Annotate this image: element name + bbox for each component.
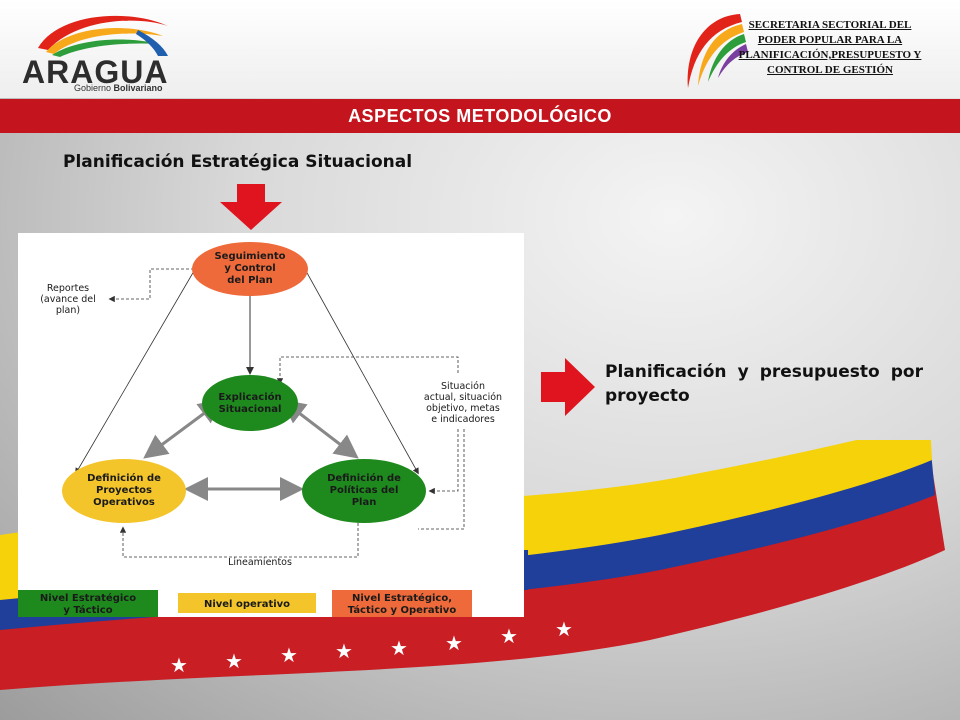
node-politicas-line-3: Plan <box>352 497 377 508</box>
svg-text:★: ★ <box>280 643 298 667</box>
svg-text:★: ★ <box>170 653 188 677</box>
right-arrow-icon <box>541 358 595 416</box>
node-explicacion: Explicación Situacional <box>202 375 298 431</box>
legend-operativo: Nivel operativo <box>178 593 316 613</box>
node-explicacion-line-2: Situacional <box>219 404 282 415</box>
note-lineamientos: Lineamientos <box>228 557 292 568</box>
node-proyectos: Definición de Proyectos Operativos <box>62 459 186 523</box>
pes-diagram-svg: Seguimiento y Control del Plan Explicaci… <box>18 242 502 617</box>
legend-estrategico-tactico-operativo: Nivel Estratégico, Táctico y Operativo <box>332 590 472 617</box>
svg-text:★: ★ <box>335 639 353 663</box>
svg-text:★: ★ <box>390 636 408 660</box>
node-seguimiento-line-3: del Plan <box>227 275 272 286</box>
diagram-subtitle: Planificación Estratégica Situacional <box>63 152 413 172</box>
note-reportes: Reportes (avance del plan) <box>40 283 96 316</box>
svg-text:★: ★ <box>445 631 463 655</box>
logo-wordmark: ARAGUA <box>22 54 169 90</box>
note-situacion: Situación actual, situación objetivo, me… <box>424 381 502 425</box>
svg-text:★: ★ <box>500 624 518 648</box>
organization-title: SECRETARIA SECTORIAL DEL PODER POPULAR P… <box>738 19 922 76</box>
svg-text:★: ★ <box>555 617 573 641</box>
diagram-connectors <box>75 268 465 558</box>
node-proyectos-line-3: Operativos <box>93 497 155 508</box>
note-situacion-line-3: objetivo, metas <box>426 403 500 414</box>
node-seguimiento-line-2: y Control <box>224 263 275 274</box>
node-seguimiento-line-1: Seguimiento <box>214 251 285 262</box>
legend-estrategico-tactico-line-2: y Táctico <box>63 604 112 616</box>
flag-stars: ★ ★ ★ ★ ★ ★ ★ ★ <box>170 617 573 677</box>
node-proyectos-line-1: Definición de <box>87 472 161 484</box>
svg-text:★: ★ <box>225 649 243 673</box>
logo-subtitle: Gobierno Bolivariano <box>74 83 163 93</box>
legend-estrategico-tactico-line-1: Nivel Estratégico <box>40 592 136 604</box>
legend-estrategico-tactico-operativo-line-1: Nivel Estratégico, <box>352 592 452 604</box>
pes-diagram: Seguimiento y Control del Plan Explicaci… <box>18 233 524 617</box>
node-explicacion-line-1: Explicación <box>218 391 281 403</box>
node-politicas-line-2: Políticas del <box>330 484 399 496</box>
secretaria-logo <box>687 14 748 88</box>
note-reportes-line-3: plan) <box>56 305 80 316</box>
node-proyectos-line-2: Proyectos <box>96 485 152 496</box>
node-politicas: Definición de Políticas del Plan <box>302 459 426 523</box>
down-arrow-icon <box>220 184 282 230</box>
note-situacion-line-1: Situación <box>441 381 485 392</box>
legend-estrategico-tactico-operativo-line-2: Táctico y Operativo <box>348 604 457 616</box>
legend-operativo-line-1: Nivel operativo <box>204 599 290 610</box>
note-situacion-line-2: actual, situación <box>424 392 502 403</box>
node-politicas-line-1: Definición de <box>327 472 401 484</box>
note-reportes-line-1: Reportes <box>47 283 89 294</box>
node-seguimiento: Seguimiento y Control del Plan <box>192 242 308 296</box>
section-banner: ASPECTOS METODOLÓGICO <box>0 99 960 133</box>
aragua-logo <box>38 15 168 57</box>
note-reportes-line-2: (avance del <box>40 294 96 305</box>
side-description: Planificación y presupuesto por proyecto <box>605 362 923 406</box>
legend-estrategico-tactico: Nivel Estratégico y Táctico <box>18 590 158 617</box>
note-situacion-line-4: e indicadores <box>431 414 495 425</box>
